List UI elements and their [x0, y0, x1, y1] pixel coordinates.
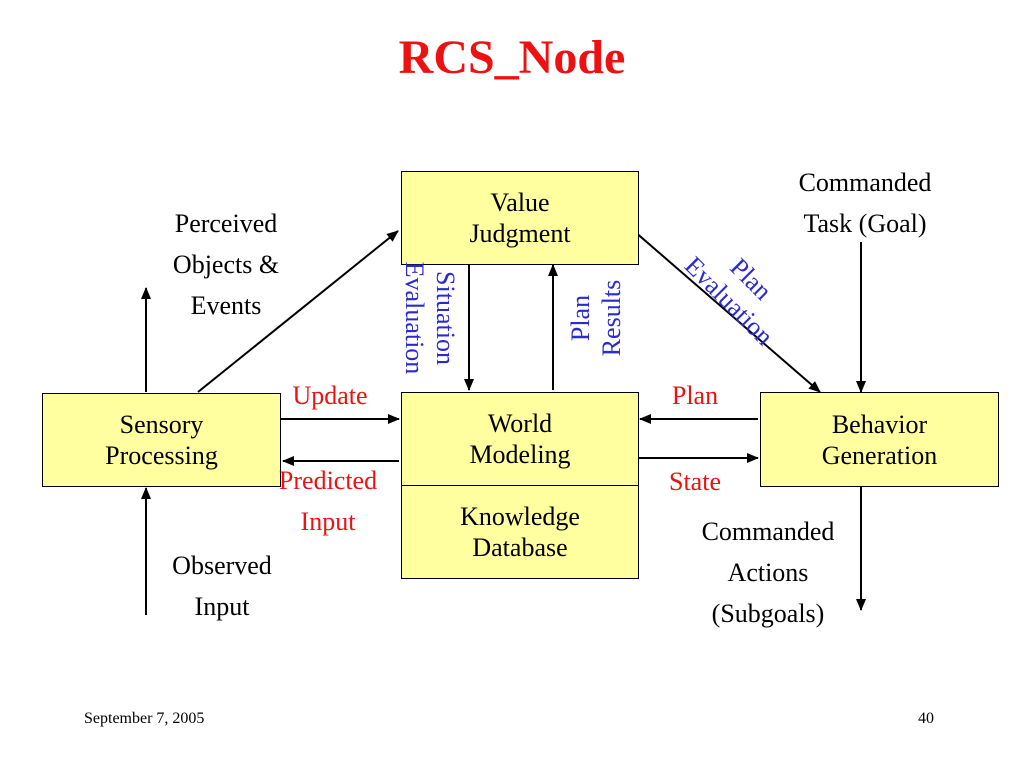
predicted-input-label: Predicted Input: [248, 460, 408, 542]
sensory-processing-box: Sensory Processing: [42, 393, 281, 487]
value-judgment-box: Value Judgment: [401, 171, 639, 265]
commanded-task-line-1: Commanded: [798, 168, 932, 197]
world-modeling-line-1: World: [487, 409, 553, 438]
commanded-actions-line-3: (Subgoals): [711, 599, 825, 628]
state-label: State: [669, 467, 721, 496]
observed-line-2: Input: [194, 592, 250, 621]
perceived-line-3: Events: [190, 291, 262, 320]
arrow-sensory-to-value: [197, 230, 399, 393]
perceived-line-2: Objects &: [172, 250, 280, 279]
observed-line-1: Observed: [172, 551, 272, 580]
world-modeling-line-2: Modeling: [469, 440, 571, 469]
commanded-actions-label: Commanded Actions (Subgoals): [668, 511, 868, 634]
perceived-objects-label: Perceived Objects & Events: [136, 203, 316, 326]
perceived-line-1: Perceived: [174, 209, 278, 238]
sensory-processing-line-1: Sensory: [119, 410, 204, 439]
commanded-task-line-2: Task (Goal): [803, 209, 927, 238]
commanded-task-label: Commanded Task (Goal): [765, 162, 965, 244]
situation-line-2: Evaluation: [400, 261, 429, 375]
behavior-generation-line-1: Behavior: [831, 409, 928, 439]
knowledge-database-box: Knowledge Database: [401, 485, 639, 579]
value-judgment-line-2: Judgment: [469, 219, 571, 248]
footer-date: September 7, 2005: [84, 710, 205, 727]
commanded-actions-line-2: Actions: [727, 558, 809, 587]
page-number: 40: [918, 710, 934, 727]
behavior-generation-box: Behavior Generation: [760, 392, 999, 487]
plan-label: Plan: [671, 381, 719, 410]
slide-title: RCS_Node: [398, 31, 626, 84]
knowledge-database-line-1: Knowledge: [460, 502, 580, 531]
plan-results-line-1: Plan: [566, 294, 595, 342]
behavior-generation-line-2: Generation: [821, 440, 938, 470]
commanded-actions-line-1: Commanded: [701, 517, 835, 546]
plan-results-line-2: Results: [597, 279, 626, 357]
update-label: Update: [292, 381, 368, 410]
situation-line-1: Situation: [431, 271, 460, 365]
sensory-processing-line-2: Processing: [105, 441, 218, 470]
observed-input-label: Observed Input: [142, 545, 302, 627]
value-judgment-line-1: Value: [490, 188, 550, 217]
arrow-value-to-behavior: [633, 230, 821, 393]
predicted-line-1: Predicted: [278, 466, 378, 495]
world-modeling-box: World Modeling: [401, 392, 639, 486]
knowledge-database-line-2: Database: [472, 533, 568, 562]
predicted-line-2: Input: [300, 507, 356, 536]
